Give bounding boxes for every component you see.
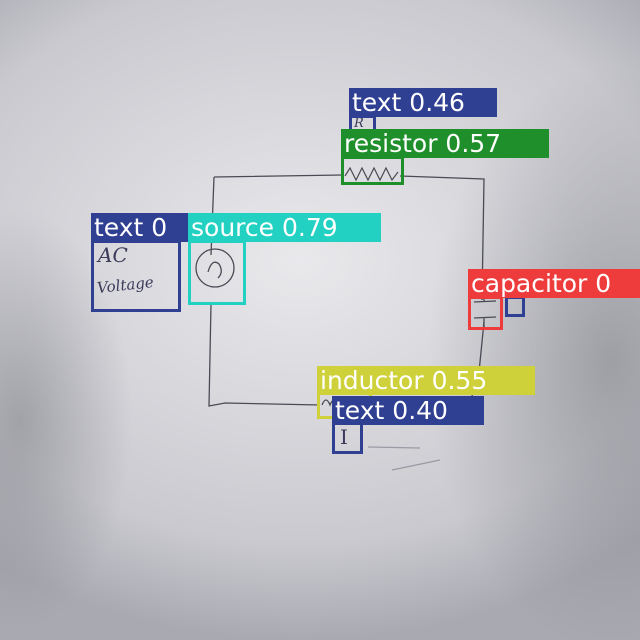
handwritten-ac: AC: [98, 243, 128, 267]
bbox-source: [188, 240, 246, 305]
source-wave: [207, 261, 222, 279]
label-source: source 0.79: [188, 213, 381, 242]
label-capacitor: capacitor 0: [468, 269, 640, 298]
source-symbol: [195, 248, 235, 288]
label-text-bottom: text 0.40: [332, 396, 484, 425]
bbox-text-bottom: [332, 420, 363, 454]
label-text-left: text 0: [91, 213, 188, 242]
handwritten-r: R: [354, 116, 364, 131]
bbox-capacitor-small: [505, 296, 525, 317]
bbox-text-left: [91, 240, 181, 312]
resistor-symbol: [344, 166, 399, 182]
label-text-top: text 0.46: [349, 88, 497, 117]
capacitor-symbol: [473, 290, 497, 328]
handwritten-i: I: [340, 425, 348, 449]
label-resistor: resistor 0.57: [341, 129, 549, 158]
label-inductor: inductor 0.55: [317, 366, 535, 395]
bbox-capacitor: [468, 296, 503, 330]
stray-mark: [367, 446, 441, 471]
bbox-resistor: [341, 156, 404, 185]
